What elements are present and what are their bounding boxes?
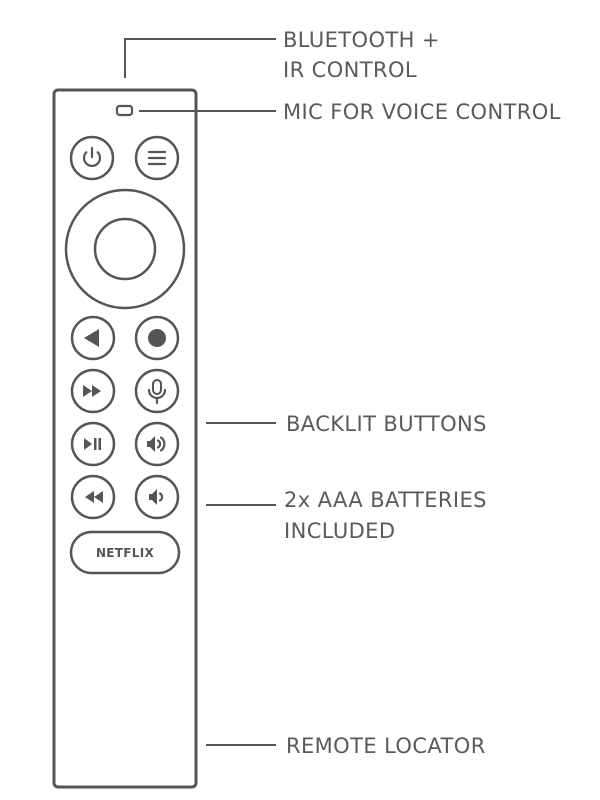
callout-locator-text: REMOTE LOCATOR xyxy=(286,734,486,758)
callout-batteries-line1: 2x AAA BATTERIES xyxy=(284,488,487,512)
volume-up-button[interactable] xyxy=(134,421,180,467)
volume-down-icon xyxy=(149,489,164,505)
callout-backlit-text: BACKLIT BUTTONS xyxy=(286,412,487,436)
rewind-icon xyxy=(85,491,103,503)
callout-backlit: BACKLIT BUTTONS xyxy=(206,412,487,436)
callout-batteries: 2x AAA BATTERIES INCLUDED xyxy=(206,488,487,543)
fast-forward-icon xyxy=(83,385,101,397)
home-button[interactable] xyxy=(134,315,180,361)
callout-bluetooth-line2: IR CONTROL xyxy=(283,58,417,82)
netflix-button[interactable]: NETFLIX xyxy=(69,530,181,575)
netflix-label: NETFLIX xyxy=(96,546,155,560)
volume-up-icon xyxy=(147,436,166,452)
callout-bluetooth-leader xyxy=(124,38,276,78)
callout-mic: MIC FOR VOICE CONTROL xyxy=(139,100,561,124)
callout-bluetooth-line1: BLUETOOTH + xyxy=(283,28,440,52)
power-icon xyxy=(82,146,102,168)
play-pause-button[interactable] xyxy=(70,421,116,467)
power-button[interactable] xyxy=(69,135,115,181)
rewind-button[interactable] xyxy=(70,474,116,520)
home-icon xyxy=(148,329,166,347)
callout-locator: REMOTE LOCATOR xyxy=(206,734,486,758)
back-button[interactable] xyxy=(70,315,116,361)
select-button[interactable] xyxy=(93,217,157,281)
menu-icon xyxy=(147,150,167,166)
volume-down-button[interactable] xyxy=(134,474,180,520)
callout-batteries-line2: INCLUDED xyxy=(284,519,395,543)
callout-mic-text: MIC FOR VOICE CONTROL xyxy=(283,100,561,124)
play-pause-icon xyxy=(84,438,101,450)
mic-slot xyxy=(115,104,134,117)
back-icon xyxy=(84,329,99,347)
microphone-icon xyxy=(147,379,167,405)
fast-forward-button[interactable] xyxy=(70,368,116,414)
callout-bluetooth: BLUETOOTH + IR CONTROL xyxy=(124,28,440,82)
menu-button[interactable] xyxy=(134,135,180,181)
microphone-button[interactable] xyxy=(134,368,180,414)
